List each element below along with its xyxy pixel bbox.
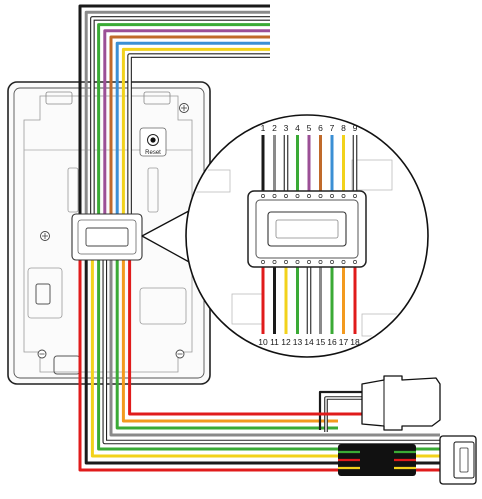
pin-hole <box>261 194 265 198</box>
plate-lower-block-right <box>139 287 187 325</box>
pin-hole <box>295 194 300 198</box>
wire-pin-8 <box>121 47 270 214</box>
pin-label-13: 13 <box>293 337 303 347</box>
pin-label-15: 15 <box>316 337 326 347</box>
pin-label-4: 4 <box>295 123 300 133</box>
pin-hole <box>261 260 265 264</box>
plate-recess <box>23 95 193 373</box>
plate-lower-block-left <box>27 267 63 319</box>
pin-label-5: 5 <box>307 123 312 133</box>
wire-pin-13 <box>97 260 440 451</box>
connector-pin-holes <box>261 194 357 264</box>
large-connector <box>247 190 367 268</box>
pin-hole <box>284 194 288 198</box>
pin-label-10: 10 <box>258 337 268 347</box>
right-wire-runs <box>134 390 362 432</box>
pin-hole <box>353 260 357 264</box>
pin-hole <box>295 260 300 264</box>
bottom-wire-bundle <box>78 260 440 472</box>
pin-hole <box>318 260 323 264</box>
plate-top-tab-right <box>143 91 171 105</box>
plug-connector-icon <box>439 435 477 485</box>
pin-hole <box>318 194 323 198</box>
wire-pin-4 <box>97 23 270 214</box>
screw-icon <box>179 103 189 113</box>
plug-connector-icon <box>361 375 441 431</box>
wire-pin-1 <box>78 4 270 214</box>
plate-top-tab-left <box>45 91 73 105</box>
pin-label-7: 7 <box>330 123 335 133</box>
heat-shrink-sleeve-icon <box>338 444 416 476</box>
wire-to-upper-plug <box>318 390 362 430</box>
plate-lower-latch <box>35 283 51 305</box>
screw-icon <box>175 349 185 359</box>
plate-side-slot-right <box>147 167 159 213</box>
wire-pin-7 <box>115 41 270 214</box>
screw-icon <box>40 231 50 241</box>
screw-icon <box>37 349 47 359</box>
wire-pin-16 <box>115 260 338 430</box>
connector-bottom-wires <box>261 267 357 334</box>
wire-pin-9 <box>127 53 270 214</box>
pin-label-17: 17 <box>339 337 349 347</box>
wire-pin-14 <box>102 260 440 445</box>
wire-pin-3 <box>90 16 270 214</box>
pin-hole <box>272 260 277 264</box>
pin-hole <box>272 194 277 198</box>
wire-to-upper-plug <box>324 396 362 432</box>
reset-label: Reset <box>145 150 161 156</box>
wire-pin-12 <box>90 260 440 458</box>
wire-pin-15 <box>109 260 440 437</box>
pin-hole <box>284 260 288 264</box>
pin-label-11: 11 <box>270 337 279 347</box>
pin-hole <box>353 194 357 198</box>
plate-side-slot-left <box>67 167 79 213</box>
pin-label-9: 9 <box>353 123 358 133</box>
small-connector <box>71 213 143 261</box>
top-wire-bundle <box>78 4 270 214</box>
pin-label-18: 18 <box>350 337 360 347</box>
wire-pin-6 <box>109 35 270 214</box>
pin-label-16: 16 <box>327 337 337 347</box>
pin-label-6: 6 <box>318 123 323 133</box>
wire-pin-10 <box>78 260 440 472</box>
pin-label-2: 2 <box>272 123 277 133</box>
wire-pin-2 <box>84 10 270 214</box>
pin-label-3: 3 <box>284 123 289 133</box>
pin-hole <box>307 260 311 264</box>
pin-label-8: 8 <box>341 123 346 133</box>
pin-label-14: 14 <box>304 337 314 347</box>
pin-hole <box>330 260 334 264</box>
pin-hole <box>341 194 346 198</box>
wire-pin-11 <box>84 260 440 465</box>
wire-pin-5 <box>103 29 270 214</box>
pin-hole <box>330 194 334 198</box>
pin-label-12: 12 <box>281 337 291 347</box>
connector-top-wires <box>261 135 358 191</box>
pin-label-1: 1 <box>261 123 266 133</box>
reset-button-icon <box>139 127 167 157</box>
pin-hole <box>307 194 311 198</box>
wire-pin-17 <box>121 260 338 423</box>
pin-hole <box>341 260 346 264</box>
